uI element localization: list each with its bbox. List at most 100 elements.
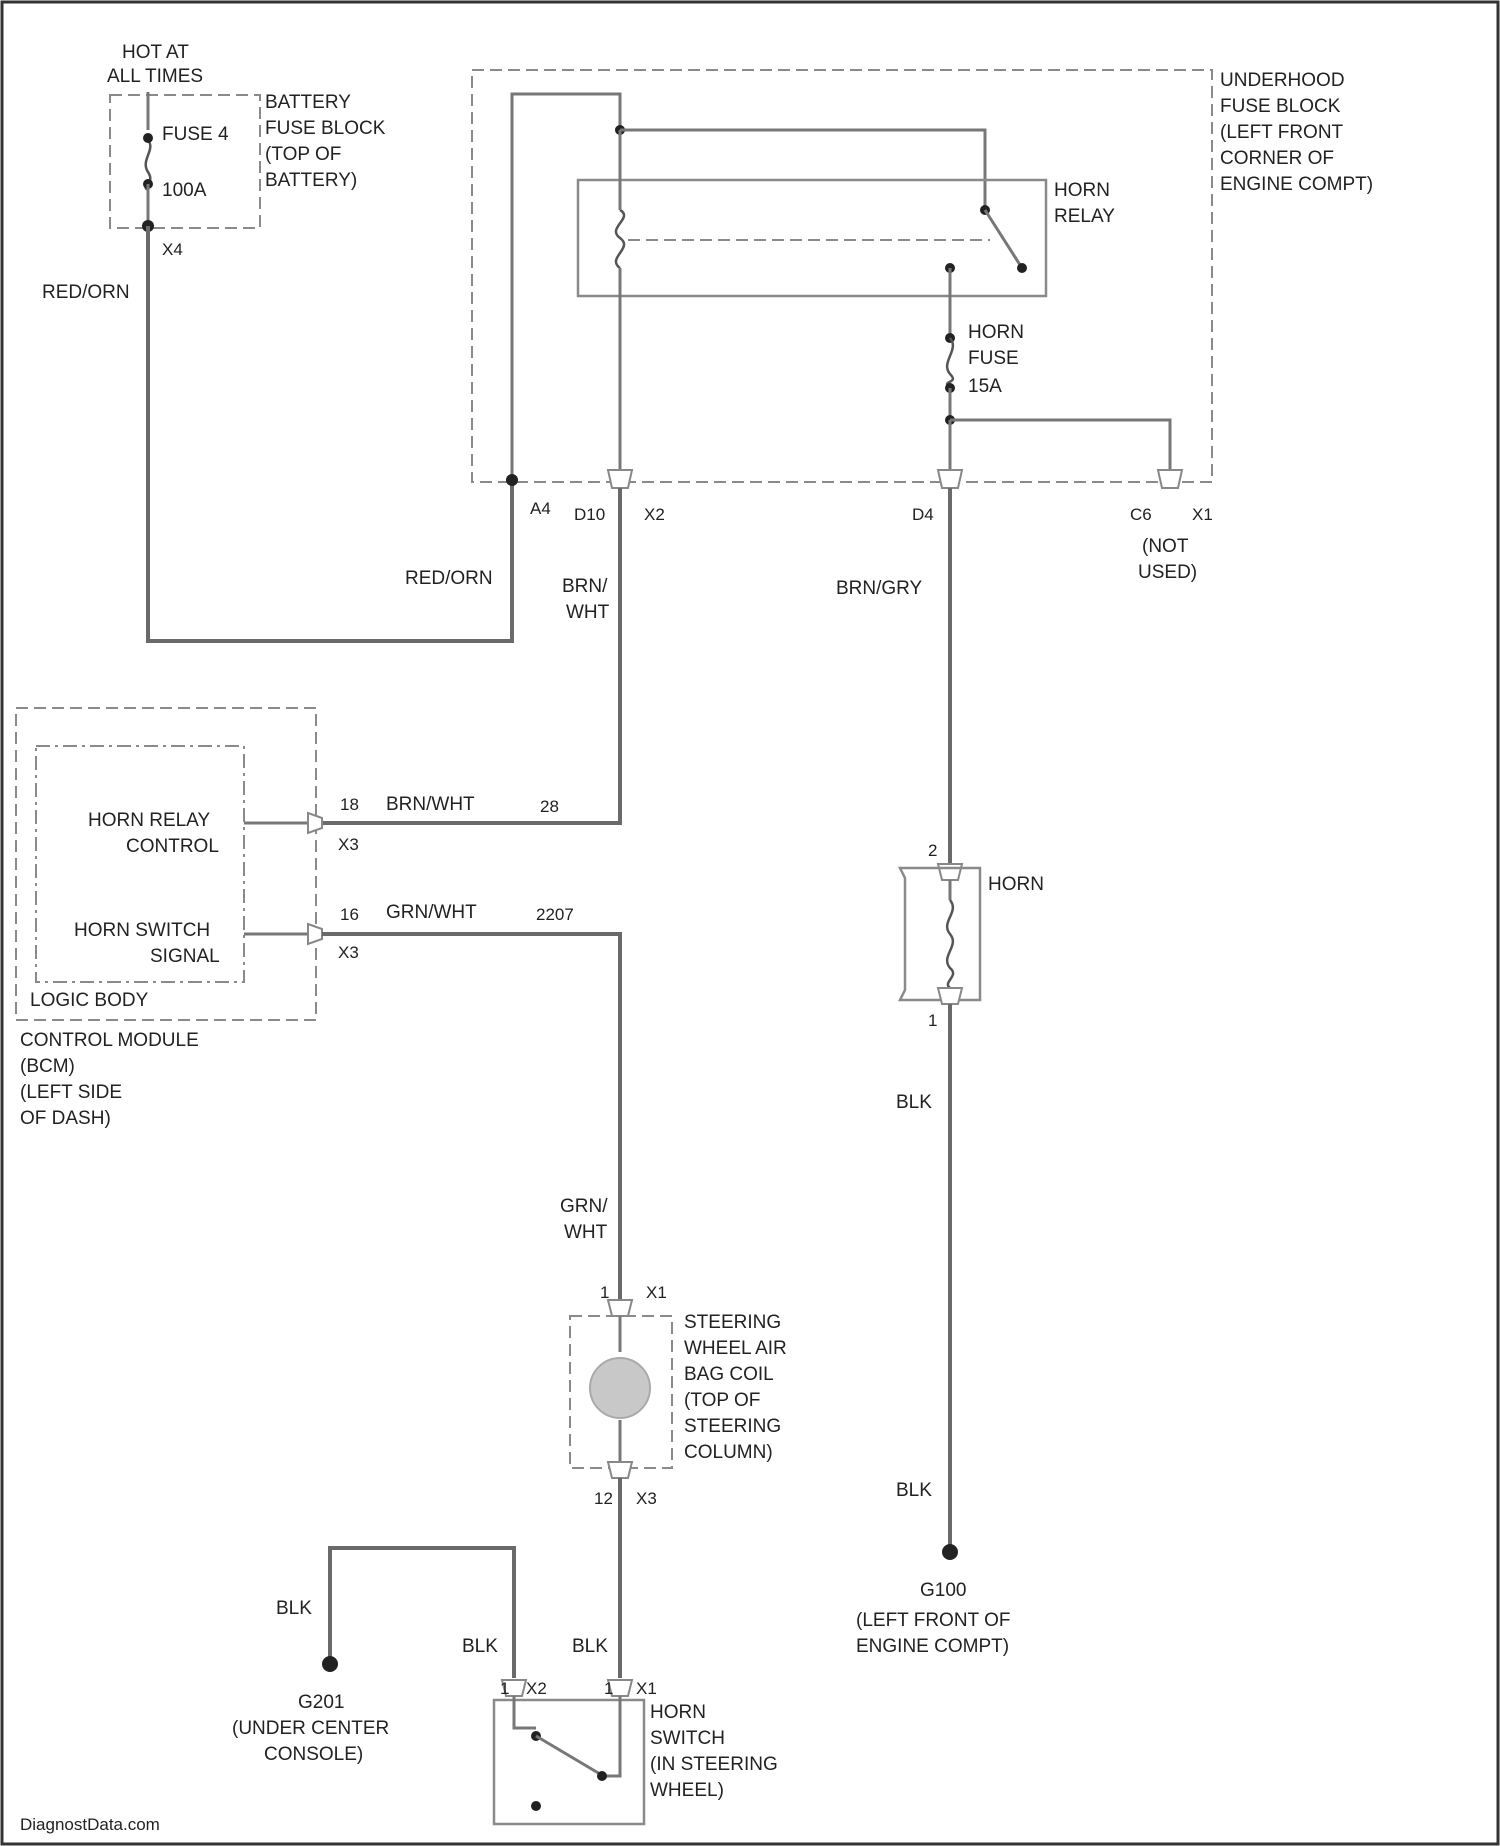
horn-body [900,868,980,1000]
g201-note-2: CONSOLE) [264,1744,363,1765]
underhood-title-3: (LEFT FRONT [1220,122,1344,143]
underhood-title-5: ENGINE COMPT) [1220,174,1373,195]
horn: 2 1 HORN [900,841,1044,1030]
bcm-relay-pin-connector [308,813,322,833]
g100-note-2: ENGINE COMPT) [856,1636,1009,1657]
horn-relay-coil [616,210,624,268]
battery-fuse-block-title-1: BATTERY [265,92,351,113]
brn-wht-label-2: WHT [566,602,610,623]
g100-note-1: (LEFT FRONT OF [856,1610,1010,1631]
horn-relay-control-1: HORN RELAY [88,810,210,831]
x2-terminal-label: X2 [644,505,665,524]
horn-relay-switch-blade [985,210,1022,268]
horn-relay-box [578,180,1046,296]
not-used-label-1: (NOT [1142,536,1189,557]
air-bag-coil-bottom-connector [608,1462,632,1478]
underhood-fuse-block: UNDERHOOD FUSE BLOCK (LEFT FRONT CORNER … [472,70,1373,583]
coil-to-switch-wire-label: BLK [572,1636,608,1657]
horn-pin-bottom: 1 [928,1011,937,1030]
bcm-title-4: (LEFT SIDE [20,1082,122,1103]
d10-terminal-label: D10 [574,505,605,524]
x4-terminal-label: X4 [162,240,183,259]
a4-terminal-label: A4 [530,499,551,518]
air-bag-coil-bottom-conn: X3 [636,1489,657,1508]
bcm: HORN RELAY CONTROL HORN SWITCH SIGNAL 18… [16,708,574,1129]
a4-terminal [506,474,518,486]
bcm-switch-circuit: 2207 [536,905,574,924]
d4-connector [938,470,962,488]
horn-switch-signal-2: SIGNAL [150,946,220,967]
bcm-switch-wire-label: GRN/WHT [386,902,477,923]
horn-switch-signal-1: HORN SWITCH [74,920,210,941]
horn-coil [947,900,953,988]
grn-wht-switch-wire [322,934,620,1300]
hot-at-all-times-line2: ALL TIMES [107,66,203,87]
bcm-relay-wire-label: BRN/WHT [386,794,475,815]
air-bag-coil-title-3: BAG COIL [684,1364,774,1385]
horn-switch-right-conn: X1 [636,1679,657,1698]
air-bag-coil: 1 X1 12 X3 STEERING WHEEL AIR BAG COIL (… [570,1283,787,1508]
g201-ground [322,1656,338,1672]
g100-ground [942,1544,958,1560]
air-bag-coil-top-pin: 1 [600,1283,609,1302]
air-bag-coil-top-connector [608,1300,632,1316]
c6-terminal-label: C6 [1130,505,1152,524]
horn-fuse-symbol [947,338,953,388]
horn-switch-center-wire-label: BLK [462,1636,498,1657]
red-orn-wire-label-upper: RED/ORN [42,282,130,303]
horn-switch-ground-wire-label: BLK [276,1598,312,1619]
brn-wht-relay-wire [322,488,620,823]
air-bag-coil-title-1: STEERING [684,1312,781,1333]
horn-switch-left-pin: 1 [500,1679,509,1698]
horn-switch-title-3: (IN STEERING [650,1754,778,1775]
horn-switch-title-4: WHEEL) [650,1780,724,1801]
horn-ground-wire-label-1: BLK [896,1092,932,1113]
watermark: DiagnostData.com [20,1815,160,1834]
horn-pin-top: 2 [928,841,937,860]
underhood-title-2: FUSE BLOCK [1220,96,1341,117]
battery-fuse-block-outline [110,95,260,228]
battery-fuse-block-title-2: FUSE BLOCK [265,118,386,139]
battery-fuse-block-title-3: (TOP OF [265,144,341,165]
horn-relay-label-2: RELAY [1054,206,1115,227]
horn-switch-ground-wire [330,1548,514,1678]
g201-note-1: (UNDER CENTER [232,1718,389,1739]
horn-label: HORN [988,874,1044,895]
bcm-title-3: (BCM) [20,1056,75,1077]
horn-relay-control-2: CONTROL [126,836,219,857]
air-bag-coil-title-4: (TOP OF [684,1390,760,1411]
bcm-outer-outline [16,708,316,1020]
bcm-relay-conn: X3 [338,835,359,854]
bcm-relay-circuit: 28 [540,797,559,816]
brn-gry-label: BRN/GRY [836,578,923,599]
air-bag-coil-bottom-pin: 12 [594,1489,613,1508]
horn-fuse-label-1: HORN [968,322,1024,343]
bcm-relay-pin: 18 [340,795,359,814]
air-bag-coil-clockspring [590,1358,650,1418]
horn-switch-title-1: HORN [650,1702,706,1723]
x1-terminal-label: X1 [1192,505,1213,524]
horn-fuse-label-3: 15A [968,376,1002,397]
bcm-switch-pin: 16 [340,905,359,924]
air-bag-coil-title-5: STEERING [684,1416,781,1437]
bcm-switch-conn: X3 [338,943,359,962]
grn-wht-label-1: GRN/ [560,1196,608,1217]
horn-switch-left-conn: X2 [526,1679,547,1698]
bcm-title-1: LOGIC BODY [30,990,149,1011]
horn-ground-wire-label-2: BLK [896,1480,932,1501]
air-bag-coil-title-2: WHEEL AIR [684,1338,787,1359]
battery-fuse-block-title-4: BATTERY) [265,170,357,191]
underhood-title-4: CORNER OF [1220,148,1334,169]
horn-relay-label-1: HORN [1054,180,1110,201]
underhood-title-1: UNDERHOOD [1220,70,1345,91]
horn-switch-title-2: SWITCH [650,1728,725,1749]
brn-wht-label-1: BRN/ [562,576,608,597]
not-used-label-2: USED) [1138,562,1197,583]
g201-label: G201 [298,1692,344,1713]
fuse-4-rating: 100A [162,180,207,201]
g100-label: G100 [920,1580,966,1601]
fuse-4-label: FUSE 4 [162,124,229,145]
horn-switch-group: BLK BLK BLK G201 (UNDER CENTER CONSOLE) … [232,1478,778,1824]
